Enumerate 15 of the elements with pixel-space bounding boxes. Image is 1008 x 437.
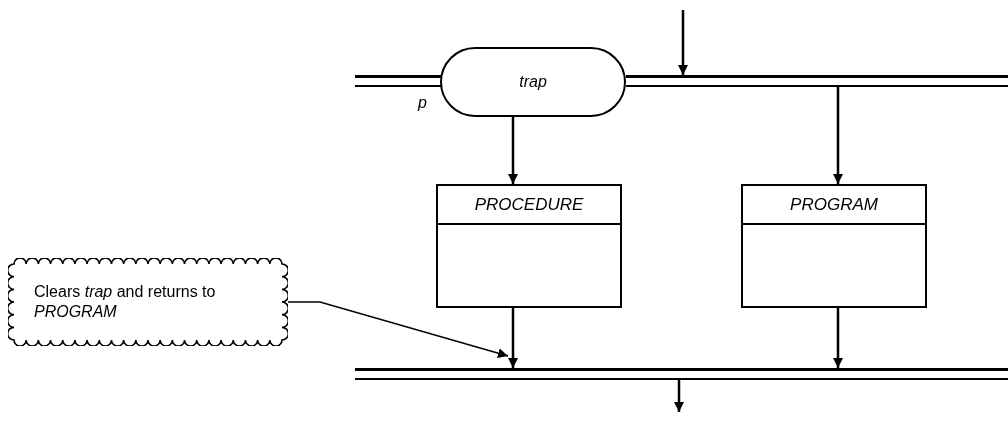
arrow bbox=[508, 117, 518, 184]
leader-line bbox=[287, 301, 509, 359]
arrow bbox=[833, 308, 843, 368]
callout-cloud bbox=[8, 258, 288, 346]
box-heading: PROGRAM bbox=[743, 186, 925, 225]
line-label: p bbox=[418, 94, 427, 112]
arrow bbox=[833, 87, 843, 184]
procedure-box bbox=[741, 184, 927, 308]
callout-text: Clears trap and returns to PROGRAM bbox=[34, 282, 217, 322]
arrow bbox=[678, 10, 688, 75]
box-heading: PROCEDURE bbox=[438, 186, 620, 225]
node-label: trap bbox=[519, 73, 547, 91]
arrow bbox=[508, 308, 518, 368]
procedure-box bbox=[436, 184, 622, 308]
arrow bbox=[674, 380, 684, 412]
